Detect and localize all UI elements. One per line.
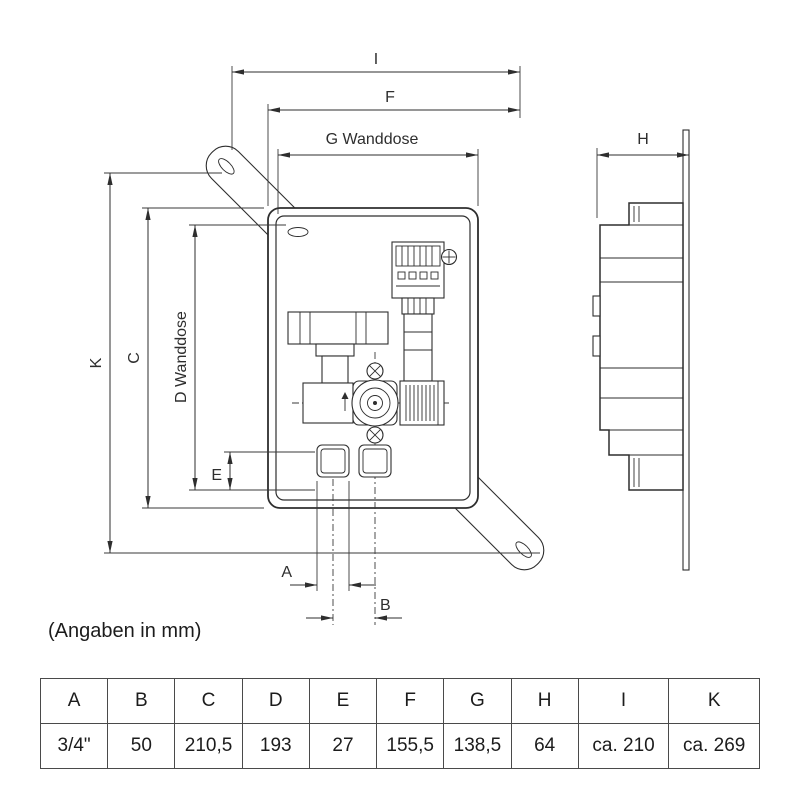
col-header-g: G xyxy=(443,678,512,724)
wall-plate xyxy=(682,129,690,571)
bottom-connector-right xyxy=(358,444,392,478)
table-header-row: A B C D E F G H I K xyxy=(39,678,760,724)
col-header-f: F xyxy=(376,678,445,724)
clip-tab xyxy=(592,295,601,317)
inlet-pipe xyxy=(287,311,389,384)
dim-E: E xyxy=(211,452,233,490)
dim-label-I: I xyxy=(374,51,378,68)
valve-left-port xyxy=(302,382,354,424)
technical-drawing: I F G Wanddose H K C D Wanddose E A B (A… xyxy=(48,51,690,642)
dim-label-F: F xyxy=(385,89,395,106)
value-d: 193 xyxy=(241,723,310,769)
dim-label-G: G Wanddose xyxy=(326,131,419,148)
mounting-slot xyxy=(287,227,309,237)
dim-B: B xyxy=(306,597,402,621)
extension-lines xyxy=(104,66,598,625)
value-g: 138,5 xyxy=(443,723,512,769)
dim-label-E: E xyxy=(211,467,222,484)
dim-label-K: K xyxy=(88,357,105,368)
dim-D: D Wanddose xyxy=(173,225,198,490)
dim-I: I xyxy=(232,51,520,75)
value-e: 27 xyxy=(308,723,378,769)
dim-K: K xyxy=(88,173,113,553)
table-value-row: 3/4" 50 210,5 193 27 155,5 138,5 64 ca. … xyxy=(39,723,760,769)
dim-label-A: A xyxy=(281,564,292,581)
wall-box-side-view xyxy=(592,129,690,571)
terminal-block xyxy=(391,241,445,382)
value-k: ca. 269 xyxy=(668,723,760,769)
dimension-table: A B C D E F G H I K 3/4" 50 210,5 193 27… xyxy=(39,678,760,769)
units-note: (Angaben in mm) xyxy=(48,620,201,642)
col-header-a: A xyxy=(39,678,109,724)
dim-label-C: C xyxy=(126,352,143,364)
flow-arrow xyxy=(341,392,349,411)
value-c: 210,5 xyxy=(174,723,243,769)
value-b: 50 xyxy=(107,723,176,769)
dim-F: F xyxy=(268,89,520,113)
bottom-connector-left xyxy=(316,444,350,478)
col-header-h: H xyxy=(510,678,579,724)
wall-box-front-view xyxy=(267,207,479,625)
dim-label-B: B xyxy=(380,597,391,614)
valve-assembly xyxy=(292,352,450,625)
col-header-k: K xyxy=(668,678,760,724)
dim-C: C xyxy=(126,208,151,508)
screw-valve-top xyxy=(366,362,384,380)
col-header-b: B xyxy=(107,678,176,724)
value-i: ca. 210 xyxy=(577,723,670,769)
screw-valve-bottom xyxy=(366,426,384,444)
dim-label-H: H xyxy=(637,131,649,148)
col-header-i: I xyxy=(577,678,670,724)
clip-tab xyxy=(592,335,601,357)
value-f: 155,5 xyxy=(376,723,445,769)
value-h: 64 xyxy=(510,723,579,769)
dim-G: G Wanddose xyxy=(278,131,478,158)
dim-H: H xyxy=(597,131,689,158)
dim-label-D: D Wanddose xyxy=(173,311,190,403)
col-header-c: C xyxy=(174,678,243,724)
screw-top-right xyxy=(440,248,458,266)
col-header-d: D xyxy=(241,678,310,724)
col-header-e: E xyxy=(308,678,378,724)
dim-A: A xyxy=(281,564,376,588)
value-a: 3/4" xyxy=(39,723,109,769)
